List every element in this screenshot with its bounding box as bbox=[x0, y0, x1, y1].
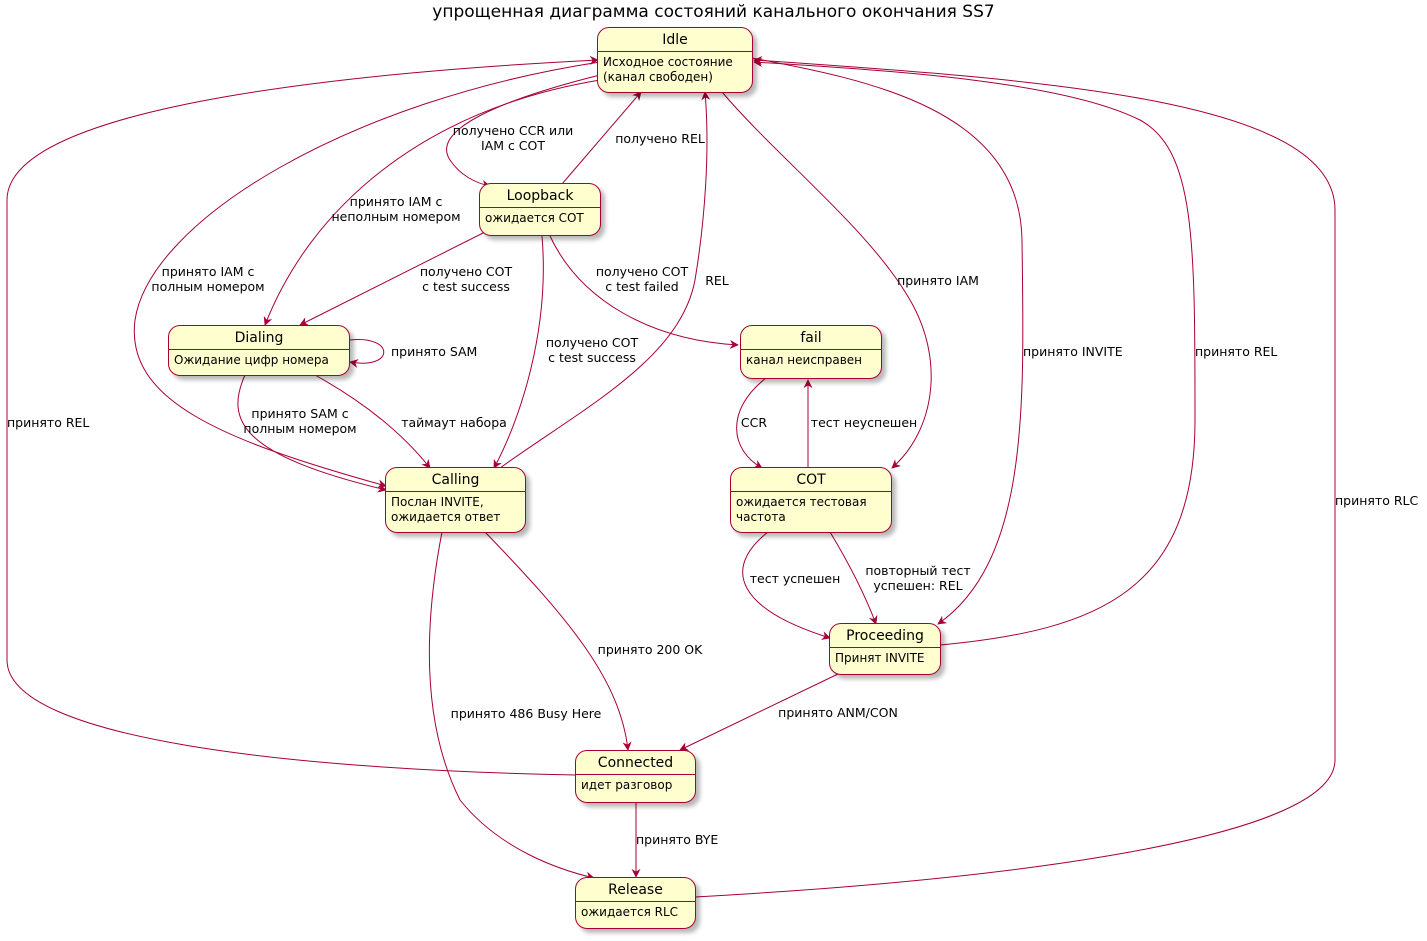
edge-idle-proceeding bbox=[751, 57, 1024, 625]
edge-loopback-calling bbox=[493, 235, 544, 469]
state-proceeding-desc: Принят INVITE bbox=[835, 651, 925, 665]
state-idle-desc: Исходное состояние (канал свободен) bbox=[603, 55, 733, 84]
edge-loopback-dialing bbox=[299, 231, 486, 326]
edge-cot-proceeding-ok bbox=[742, 531, 831, 640]
state-loopback: Loopback ожидается COT bbox=[479, 183, 601, 236]
state-calling: Calling Послан INVITE, ожидается ответ bbox=[385, 467, 526, 533]
label-cot-proceeding-ok: тест успешен bbox=[750, 571, 841, 586]
state-calling-name: Calling bbox=[386, 468, 525, 492]
edge-idle-calling bbox=[133, 61, 601, 489]
edge-calling-release bbox=[428, 531, 595, 881]
label-calling-connected: принято 200 OK bbox=[598, 642, 703, 657]
edge-idle-cot bbox=[721, 91, 932, 469]
label-proceeding-connected: принято ANM/CON bbox=[778, 705, 898, 720]
state-connected-name: Connected bbox=[576, 751, 695, 775]
state-calling-desc: Послан INVITE, ожидается ответ bbox=[391, 495, 501, 524]
edge-calling-idle bbox=[499, 91, 711, 469]
label-dialing-calling-timeout: таймаут набора bbox=[401, 415, 507, 430]
state-fail-name: fail bbox=[741, 326, 881, 350]
label-fail-cot: CCR bbox=[741, 415, 767, 430]
state-idle-name: Idle bbox=[598, 28, 752, 52]
state-loopback-desc: ожидается COT bbox=[485, 211, 584, 225]
label-cot-fail: тест неуспешен bbox=[811, 415, 917, 430]
state-release-name: Release bbox=[576, 878, 695, 902]
state-dialing: Dialing Ожидание цифр номера bbox=[168, 325, 350, 376]
state-loopback-name: Loopback bbox=[480, 184, 600, 208]
edge-idle-dialing bbox=[263, 79, 601, 326]
label-proceeding-idle: принято REL bbox=[1195, 344, 1277, 359]
diagram-title: упрощенная диаграмма состояний канальног… bbox=[432, 2, 995, 22]
state-fail-desc: канал неисправен bbox=[746, 353, 863, 367]
edge-release-idle bbox=[694, 56, 1336, 898]
label-connected-release: принято BYE bbox=[636, 832, 718, 847]
state-cot-name: COT bbox=[731, 468, 891, 492]
edge-dialing-calling-sam bbox=[237, 374, 387, 493]
edge-proceeding-idle bbox=[753, 58, 1196, 646]
label-loopback-idle: получено REL bbox=[615, 131, 705, 146]
edge-loopback-idle bbox=[561, 91, 642, 185]
state-proceeding-name: Proceeding bbox=[830, 624, 940, 648]
state-cot: COT ожидается тестовая частота bbox=[730, 467, 892, 533]
state-release: Release ожидается RLC bbox=[575, 877, 696, 929]
label-connected-idle: принято REL bbox=[7, 415, 89, 430]
edge-idle-loopback bbox=[446, 74, 601, 189]
edge-calling-connected bbox=[484, 531, 632, 751]
state-release-desc: ожидается RLC bbox=[581, 905, 679, 919]
state-proceeding: Proceeding Принят INVITE bbox=[829, 623, 941, 675]
edge-proceeding-connected bbox=[679, 673, 839, 751]
label-calling-idle: REL bbox=[705, 273, 729, 288]
label-calling-release: принято 486 Busy Here bbox=[451, 706, 602, 721]
edge-connected-idle bbox=[6, 55, 599, 776]
state-fail: fail канал неисправен bbox=[740, 325, 882, 379]
edge-loopback-fail bbox=[549, 235, 739, 350]
label-idle-proceeding: принято INVITE bbox=[1023, 344, 1123, 359]
label-release-idle: принято RLC bbox=[1335, 493, 1418, 508]
label-dialing-self: принято SAM bbox=[391, 344, 477, 359]
label-idle-cot: принято IAM bbox=[897, 273, 979, 288]
state-connected-desc: идет разговор bbox=[581, 778, 673, 792]
state-idle: Idle Исходное состояние (канал свободен) bbox=[597, 27, 753, 93]
state-dialing-name: Dialing bbox=[169, 326, 349, 350]
state-connected: Connected идет разговор bbox=[575, 750, 696, 803]
state-cot-desc: ожидается тестовая частота bbox=[736, 495, 867, 524]
state-dialing-desc: Ожидание цифр номера bbox=[174, 353, 329, 367]
edge-cot-proceeding-retest bbox=[829, 531, 878, 625]
edge-dialing-calling-timeout bbox=[314, 374, 431, 469]
edge-fail-cot bbox=[736, 377, 767, 469]
edge-dialing-self bbox=[349, 339, 385, 368]
